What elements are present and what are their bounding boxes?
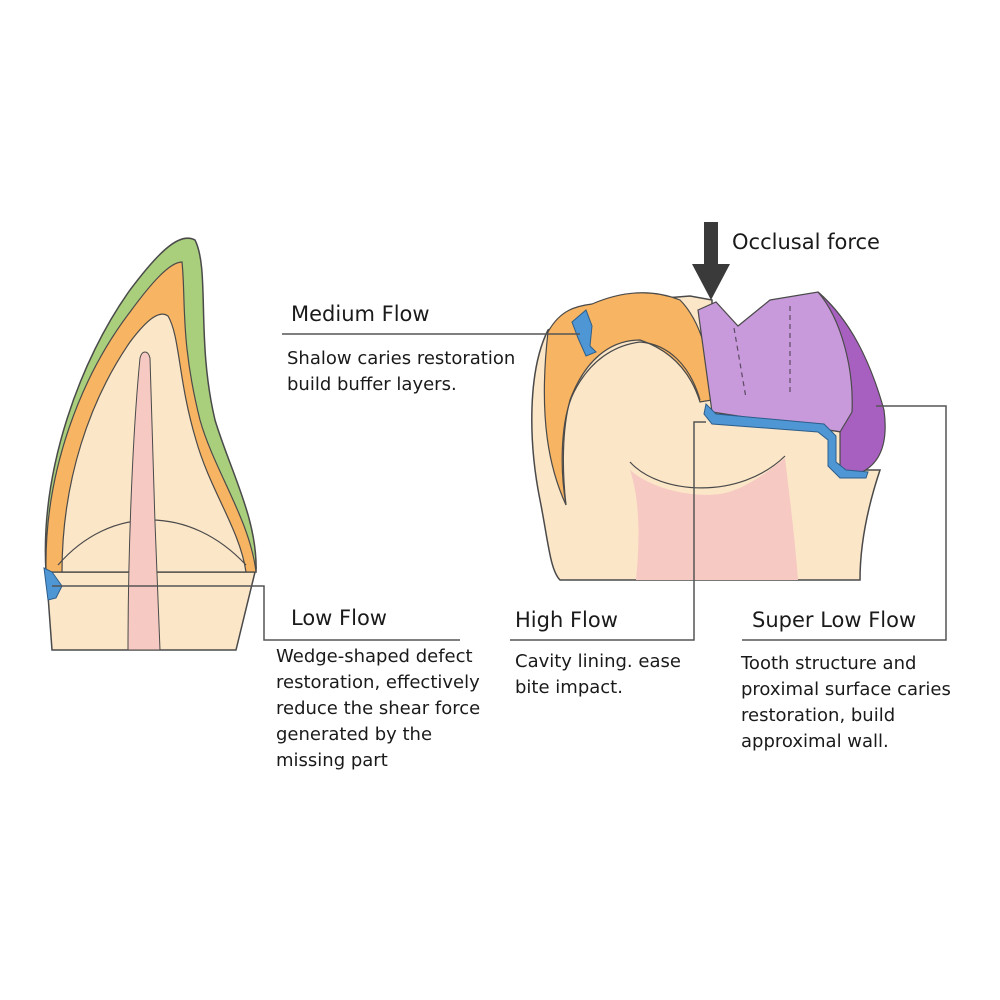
incisor-wedge-restoration <box>43 567 63 601</box>
incisor-dentin <box>61 313 247 573</box>
low-flow-line: reduce the shear force <box>276 698 481 719</box>
leader-superlow <box>742 405 947 641</box>
medium-flow-title: Medium Flow <box>291 302 430 326</box>
super-low-flow-line: restoration, build <box>741 705 896 726</box>
medium-flow-line: build buffer layers. <box>287 374 457 395</box>
molar-dentin-curve <box>561 341 701 506</box>
molar-composite-dark <box>817 291 886 473</box>
leader-high <box>510 421 706 641</box>
leader-lines <box>52 333 947 641</box>
molar-pulp-outline <box>629 455 786 489</box>
high-flow-title: High Flow <box>515 608 618 632</box>
super-low-flow-line: approximal wall. <box>741 731 889 752</box>
low-flow-line: Wedge-shaped defect <box>276 646 473 667</box>
molar-dash-line-1 <box>733 327 747 399</box>
super-low-flow-title: Super Low Flow <box>752 608 917 632</box>
super-low-flow-line: Tooth structure and <box>741 653 917 674</box>
low-flow-description: Wedge-shaped defect restoration, effecti… <box>276 644 480 774</box>
low-flow-title: Low Flow <box>291 606 387 630</box>
high-flow-line: Cavity lining. ease <box>515 651 681 672</box>
incisor-illustration <box>43 237 257 651</box>
low-flow-line: generated by the <box>276 724 433 745</box>
super-low-flow-line: proximal surface caries <box>741 679 951 700</box>
low-flow-line: missing part <box>276 750 388 771</box>
occlusal-force-arrow <box>692 222 730 300</box>
incisor-pulp <box>127 351 161 651</box>
molar-pulp <box>630 458 798 580</box>
high-flow-line: bite impact. <box>515 677 623 698</box>
molar-illustration <box>531 222 886 581</box>
super-low-flow-description: Tooth structure and proximal surface car… <box>741 651 951 755</box>
molar-medium-restoration <box>571 309 597 357</box>
medium-flow-description: Shalow caries restoration build buffer l… <box>287 346 515 398</box>
leader-low <box>52 585 460 641</box>
molar-body <box>531 295 882 581</box>
high-flow-description: Cavity lining. ease bite impact. <box>515 649 681 701</box>
molar-high-flow-lining <box>703 402 869 479</box>
low-flow-line: restoration, effectively <box>276 672 480 693</box>
medium-flow-line: Shalow caries restoration <box>287 348 516 369</box>
occlusal-force-label: Occlusal force <box>732 230 880 254</box>
